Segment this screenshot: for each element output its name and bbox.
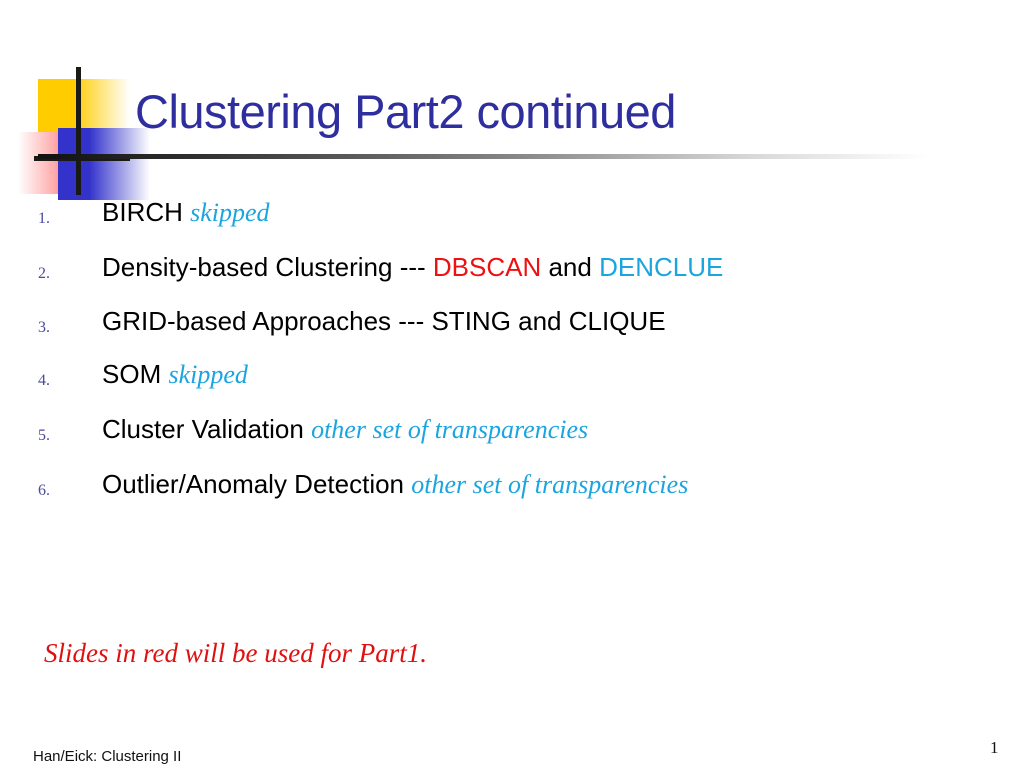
text-segment: skipped [168,360,248,390]
list-item: 5. Cluster Validation other set of transp… [38,413,988,447]
list-item-text: Cluster Validation other set of transpar… [102,413,588,447]
text-segment: Cluster Validation [102,414,312,444]
footer-attribution: Han/Eick: Clustering II [33,748,182,765]
logo-vertical-bar [76,67,81,195]
text-segment: other set of transparencies [411,469,689,499]
list-item: 2. Density-based Clustering --- DBSCAN an… [38,251,988,284]
logo-blue-square [58,128,150,200]
text-segment: SOM [102,359,169,390]
text-segment: DENCLUE [599,251,724,282]
list-item: 3. GRID-based Approaches --- STING and CL… [38,305,988,338]
text-segment: and [541,251,600,282]
text-segment: Density-based Clustering --- [102,251,433,282]
text-segment: BIRCH [102,197,191,227]
bullet-list: 1. BIRCH skipped 2. Density-based Clusterin… [38,196,988,523]
list-item-text: SOM skipped [102,358,248,392]
list-item: 4. SOM skipped [38,358,988,392]
list-item-text: BIRCH skipped [102,196,270,230]
list-item-number: 4. [38,372,50,390]
text-segment: DBSCAN [432,251,542,282]
text-segment: Outlier/Anomaly Detection [102,468,412,499]
slide-title: Clustering Part2 continued [135,85,676,138]
title-underline-rule [38,154,928,159]
list-item-number: 3. [38,318,50,336]
decorative-logo [18,60,150,200]
list-item-text: GRID-based Approaches --- STING and CLIQ… [102,305,666,338]
list-item-text: Outlier/Anomaly Detection other set of t… [102,468,688,502]
list-item-number: 6. [38,481,50,499]
text-segment: other set of transparencies [311,415,589,444]
text-segment: GRID-based Approaches --- STING and CLIQ… [102,305,666,336]
list-item: 6. Outlier/Anomaly Detection other set of… [38,468,988,502]
list-item: 1. BIRCH skipped [38,196,988,230]
list-item-number: 2. [38,264,50,282]
list-item-text: Density-based Clustering --- DBSCAN and … [102,251,723,284]
list-item-number: 1. [38,210,50,227]
text-segment: skipped [190,198,270,227]
list-item-number: 5. [38,427,50,444]
page-number: 1 [990,738,999,757]
red-note: Slides in red will be used for Part1. [44,638,427,668]
